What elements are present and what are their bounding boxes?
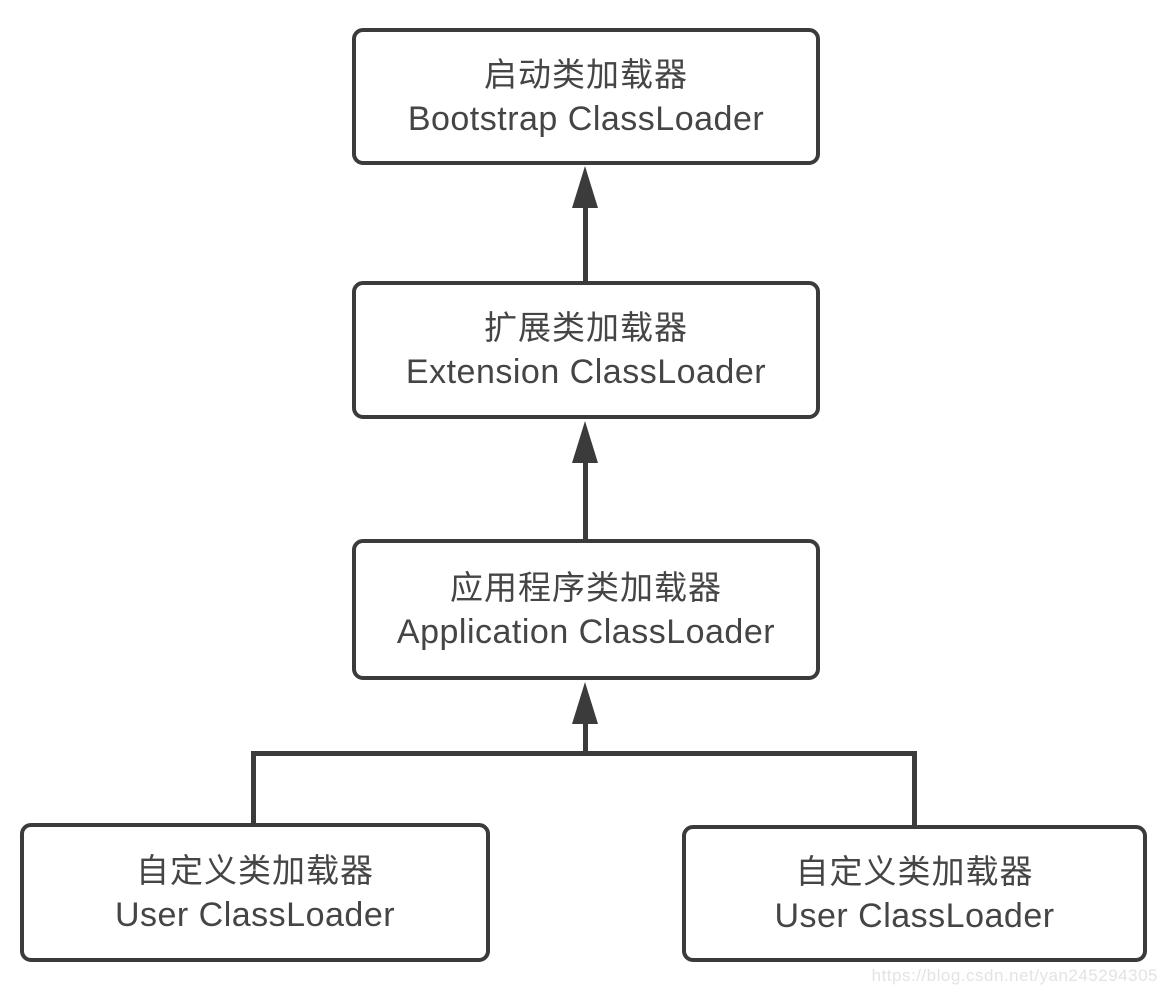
branch-connector-horizontal	[251, 751, 917, 756]
branch-connector-left	[251, 751, 256, 825]
arrow-up-icon	[572, 682, 598, 724]
watermark-url: https://blog.csdn.net/yan245294305	[871, 966, 1158, 985]
node-application-classloader: 应用程序类加载器 Application ClassLoader	[352, 539, 820, 680]
node-label-en: Extension ClassLoader	[405, 353, 767, 391]
node-extension-classloader: 扩展类加载器 Extension ClassLoader	[352, 281, 820, 419]
node-user-classloader-left: 自定义类加载器 User ClassLoader	[20, 823, 490, 962]
node-label-en: Application ClassLoader	[396, 612, 776, 651]
node-label-zh: 自定义类加载器	[795, 852, 1034, 890]
node-label-en: Bootstrap ClassLoader	[407, 99, 765, 138]
branch-connector-right	[912, 751, 917, 827]
node-label-en: User ClassLoader	[774, 896, 1055, 935]
node-bootstrap-classloader: 启动类加载器 Bootstrap ClassLoader	[352, 28, 820, 165]
node-label-zh: 启动类加载器	[484, 55, 688, 93]
arrow-up-icon	[572, 421, 598, 463]
edge-branch-to-application	[583, 718, 588, 754]
edge-extension-to-bootstrap	[583, 202, 588, 282]
node-label-zh: 扩展类加载器	[484, 309, 688, 346]
edge-application-to-extension	[583, 457, 588, 541]
node-user-classloader-right: 自定义类加载器 User ClassLoader	[682, 825, 1147, 962]
node-label-zh: 自定义类加载器	[136, 851, 374, 889]
node-label-zh: 应用程序类加载器	[450, 568, 722, 606]
node-label-en: User ClassLoader	[114, 895, 396, 934]
arrow-up-icon	[572, 166, 598, 208]
